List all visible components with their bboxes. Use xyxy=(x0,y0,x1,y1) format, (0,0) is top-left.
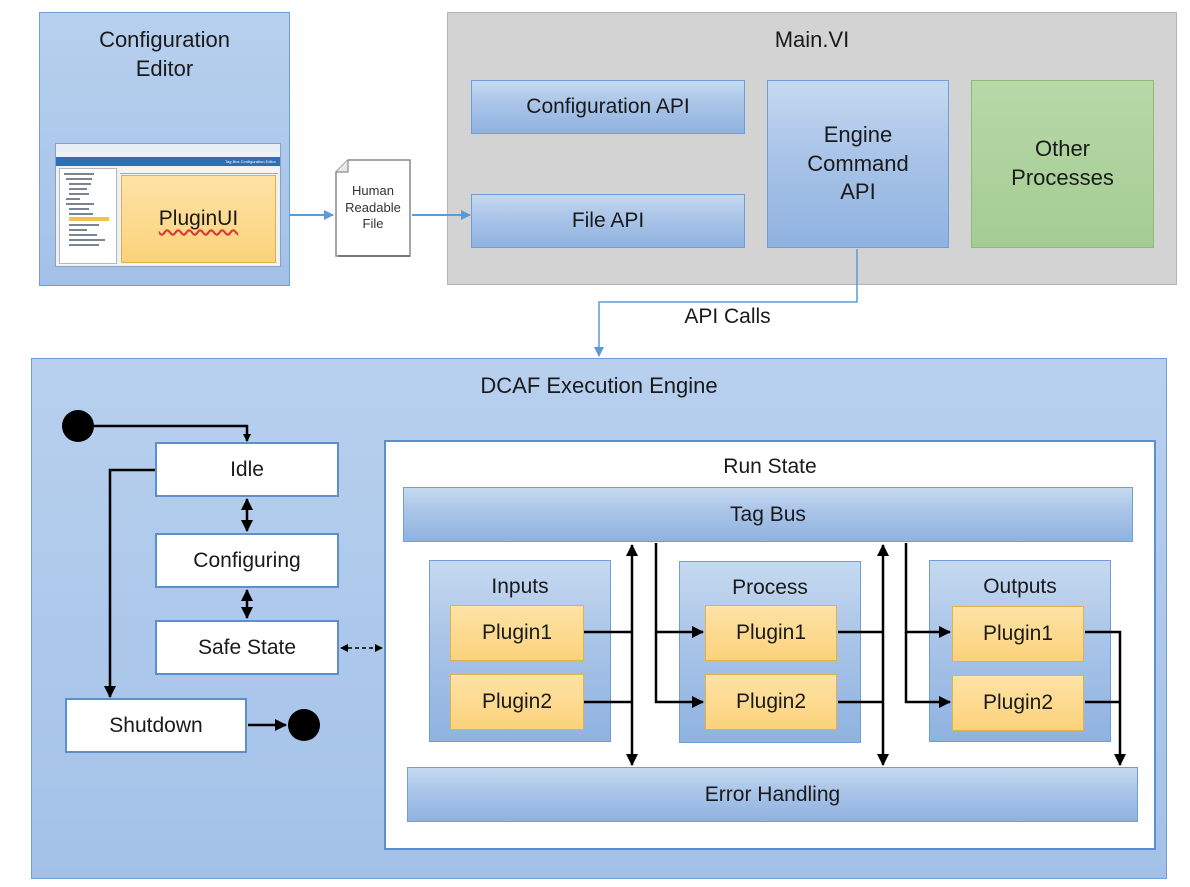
outputs-plugin2: Plugin2 xyxy=(952,675,1084,731)
configuration-editor-title: Configuration Editor xyxy=(99,27,230,81)
other-processes-box: Other Processes xyxy=(971,80,1154,248)
configuration-editor-panel: Configuration Editor Tag Bus Configurati… xyxy=(39,12,290,286)
run-state-title: Run State xyxy=(723,455,817,478)
mini-tree-view xyxy=(59,168,117,264)
configuration-api-box: Configuration API xyxy=(471,80,745,134)
tag-bus-box: Tag Bus xyxy=(403,487,1133,542)
outputs-group-title: Outputs xyxy=(983,575,1057,598)
mini-tab-strip xyxy=(120,168,278,174)
error-handling-box: Error Handling xyxy=(407,767,1138,822)
state-configuring: Configuring xyxy=(155,533,339,588)
state-idle: Idle xyxy=(155,442,339,497)
state-safe-state: Safe State xyxy=(155,620,339,675)
outputs-plugin1: Plugin1 xyxy=(952,606,1084,662)
file-api-box: File API xyxy=(471,194,745,248)
engine-command-api-box: Engine Command API xyxy=(767,80,949,248)
process-plugin1: Plugin1 xyxy=(705,605,837,661)
human-readable-file-icon xyxy=(334,158,412,258)
api-calls-label: API Calls xyxy=(684,305,771,328)
dcaf-execution-engine-title: DCAF Execution Engine xyxy=(480,372,718,398)
human-readable-file-label: Human Readable File xyxy=(345,182,401,232)
main-vi-title: Main.VI xyxy=(774,26,850,52)
plugin-ui-box: PluginUI xyxy=(121,175,276,263)
inputs-group-title: Inputs xyxy=(491,575,549,598)
mini-window-titlebar xyxy=(56,144,280,152)
process-plugin2: Plugin2 xyxy=(705,674,837,730)
process-group-title: Process xyxy=(732,576,808,599)
inputs-plugin1: Plugin1 xyxy=(450,605,584,661)
plugin-ui-label: PluginUI xyxy=(158,207,239,230)
mini-window-banner: Tag Bus Configuration Editor xyxy=(56,157,280,166)
editor-screenshot: Tag Bus Configuration Editor PluginUI xyxy=(55,143,281,267)
state-shutdown: Shutdown xyxy=(65,698,247,753)
inputs-plugin2: Plugin2 xyxy=(450,674,584,730)
